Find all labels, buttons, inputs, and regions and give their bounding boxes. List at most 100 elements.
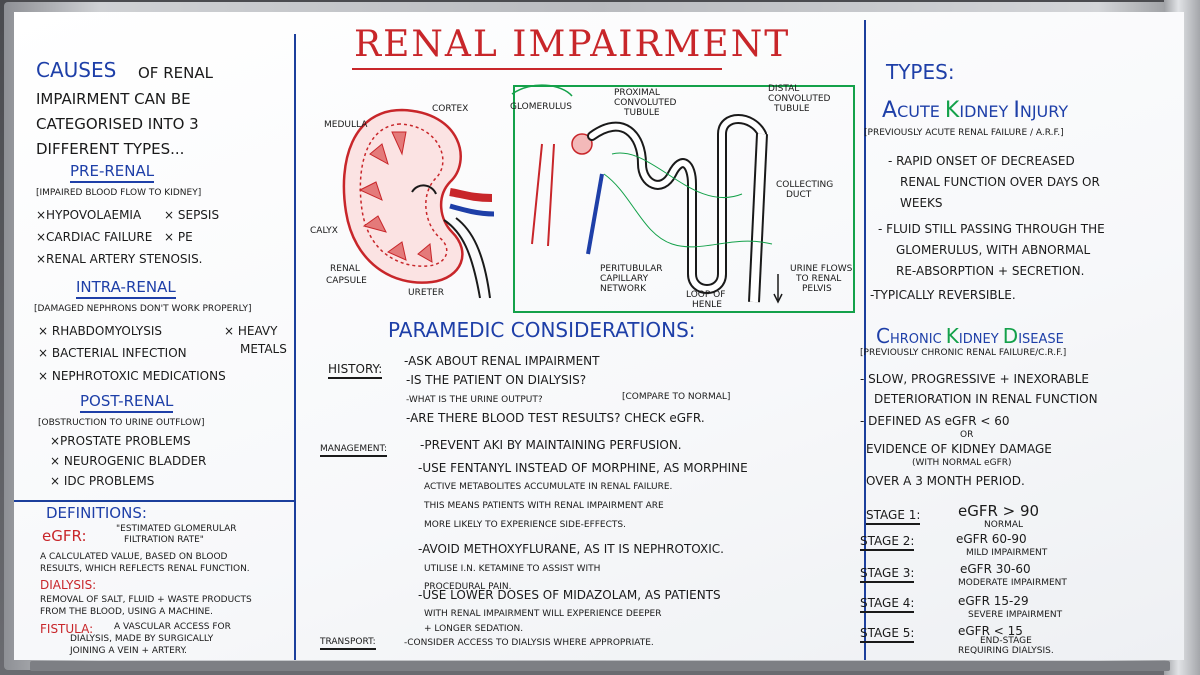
history-3: -WHAT IS THE URINE OUTPUT? xyxy=(406,395,543,405)
label-capillary: CAPILLARY xyxy=(600,274,649,284)
stage-5-note: END-STAGE xyxy=(980,636,1032,646)
stage-1-value: eGFR > 90 xyxy=(958,502,1040,520)
label-cortex: CORTEX xyxy=(432,104,469,114)
pre-renal-item-1: ×HYPOVOLAEMIA xyxy=(36,208,142,222)
aki-point-2: RENAL FUNCTION OVER DAYS OR xyxy=(900,175,1100,189)
label-medulla: MEDULLA xyxy=(324,120,368,130)
causes-intro-1: IMPAIRMENT CAN BE xyxy=(36,90,191,108)
intra-renal-item-5: METALS xyxy=(240,342,287,356)
pre-renal-item-4: × PE xyxy=(164,230,193,244)
ckd-point-4: EVIDENCE OF KIDNEY DAMAGE xyxy=(866,442,1052,456)
whiteboard: CAUSES OF RENAL IMPAIRMENT CAN BE CATEGO… xyxy=(14,12,1184,660)
management-4: THIS MEANS PATIENTS WITH RENAL IMPAIRMEN… xyxy=(424,501,664,511)
divider-definitions xyxy=(14,500,296,502)
stage-1-note: NORMAL xyxy=(984,520,1024,530)
intra-renal-item-4: × HEAVY xyxy=(224,324,278,338)
intra-renal-item-1: × RHABDOMYOLYSIS xyxy=(38,324,163,338)
label-distal: DISTAL xyxy=(768,84,800,94)
fistula-term: FISTULA: xyxy=(40,622,94,636)
management-10: WITH RENAL IMPAIRMENT WILL EXPERIENCE DE… xyxy=(424,609,662,619)
label-convoluted-1: CONVOLUTED xyxy=(614,98,677,108)
dialysis-term: DIALYSIS: xyxy=(40,578,97,592)
aki-letter-k: K xyxy=(944,98,960,123)
label-urine-flows: URINE FLOWS xyxy=(790,264,853,274)
stage-2-note: MILD IMPAIRMENT xyxy=(966,548,1048,558)
management-5: MORE LIKELY TO EXPERIENCE SIDE-EFFECTS. xyxy=(424,520,626,530)
transport-1: -CONSIDER ACCESS TO DIALYSIS WHERE APPRO… xyxy=(404,638,654,648)
aki-rest-k: IDNEY xyxy=(959,102,1009,121)
title-underline xyxy=(352,68,722,70)
aki-point-1: - RAPID ONSET OF DECREASED xyxy=(888,154,1075,168)
ckd-rest-c: HRONIC xyxy=(889,332,942,347)
aki-point-3: WEEKS xyxy=(900,196,943,210)
stage-3-value: eGFR 30-60 xyxy=(960,562,1031,576)
pre-renal-note: [IMPAIRED BLOOD FLOW TO KIDNEY] xyxy=(36,188,202,198)
dialysis-desc-1: REMOVAL OF SALT, FLUID + WASTE PRODUCTS xyxy=(40,595,252,605)
aki-letter-a: A xyxy=(882,98,898,123)
aki-rest-a: CUTE xyxy=(897,102,940,121)
label-ureter: URETER xyxy=(408,288,444,298)
fistula-desc-1: A VASCULAR ACCESS FOR xyxy=(114,622,231,632)
pre-renal-item-2: × SEPSIS xyxy=(164,208,220,222)
label-loop-of: LOOP OF xyxy=(686,290,726,300)
ckd-point-2: DETERIORATION IN RENAL FUNCTION xyxy=(874,392,1098,406)
label-pelvis: PELVIS xyxy=(802,284,832,294)
causes-heading-word: CAUSES xyxy=(36,58,117,82)
label-capsule: CAPSULE xyxy=(326,276,367,286)
ckd-point-3: - DEFINED AS eGFR < 60 xyxy=(860,414,1010,428)
label-network: NETWORK xyxy=(600,284,647,294)
label-convoluted-2: CONVOLUTED xyxy=(768,94,831,104)
fistula-desc-2: DIALYSIS, MADE BY SURGICALLY xyxy=(70,634,214,644)
ckd-point-6: OVER A 3 MONTH PERIOD. xyxy=(866,474,1025,488)
management-9: -USE LOWER DOSES OF MIDAZOLAM, AS PATIEN… xyxy=(418,588,721,602)
pre-renal-item-3: ×CARDIAC FAILURE xyxy=(36,230,153,244)
management-6: -AVOID METHOXYFLURANE, AS IT IS NEPHROTO… xyxy=(418,542,724,556)
aki-point-6: RE-ABSORPTION + SECRETION. xyxy=(896,264,1085,278)
definitions-heading: DEFINITIONS: xyxy=(46,504,147,522)
ckd-point-or: OR xyxy=(960,430,974,440)
label-proximal: PROXIMAL xyxy=(614,88,660,98)
aki-note: [PREVIOUSLY ACUTE RENAL FAILURE / A.R.F.… xyxy=(864,128,1064,138)
label-duct: DUCT xyxy=(786,190,812,200)
egfr-desc-2: RESULTS, WHICH REFLECTS RENAL FUNCTION. xyxy=(40,564,250,574)
history-2: -IS THE PATIENT ON DIALYSIS? xyxy=(406,373,587,387)
stage-3-note: MODERATE IMPAIRMENT xyxy=(958,578,1067,588)
post-renal-item-2: × NEUROGENIC BLADDER xyxy=(50,454,207,468)
management-1: -PREVENT AKI BY MAINTAINING PERFUSION. xyxy=(420,438,682,452)
post-renal-note: [OBSTRUCTION TO URINE OUTFLOW] xyxy=(38,418,205,428)
pre-renal-heading: PRE-RENAL xyxy=(70,162,155,183)
label-tubule-1: TUBULE xyxy=(624,108,660,118)
marker-tray xyxy=(30,661,1170,671)
management-11: + LONGER SEDATION. xyxy=(424,624,524,634)
paramedic-heading: PARAMEDIC CONSIDERATIONS: xyxy=(388,318,696,342)
pre-renal-item-5: ×RENAL ARTERY STENOSIS. xyxy=(36,252,203,266)
ckd-heading: CHRONIC KIDNEY DISEASE xyxy=(876,324,1064,348)
ckd-letter-k: K xyxy=(945,324,959,348)
egfr-quote-2: FILTRATION RATE" xyxy=(124,535,204,545)
post-renal-heading: POST-RENAL xyxy=(80,392,174,413)
ckd-letter-c: C xyxy=(876,324,890,348)
transport-label: TRANSPORT: xyxy=(320,637,376,650)
history-4: -ARE THERE BLOOD TEST RESULTS? CHECK eGF… xyxy=(406,411,705,425)
stage-4-note: SEVERE IMPAIRMENT xyxy=(968,610,1063,620)
label-calyx: CALYX xyxy=(310,226,338,236)
label-peritubular: PERITUBULAR xyxy=(600,264,663,274)
divider-left xyxy=(294,34,296,660)
aki-heading: ACUTE KIDNEY INJURY xyxy=(882,98,1068,123)
aki-letter-i: I xyxy=(1013,98,1020,123)
history-3-note: [COMPARE TO NORMAL] xyxy=(622,392,731,402)
causes-intro-2: CATEGORISED INTO 3 xyxy=(36,115,199,133)
ckd-point-1: - SLOW, PROGRESSIVE + INEXORABLE xyxy=(860,372,1090,386)
stage-4-label: STAGE 4: xyxy=(860,596,915,613)
egfr-quote-1: "ESTIMATED GLOMERULAR xyxy=(116,524,237,534)
causes-heading-rest: OF RENAL xyxy=(138,64,213,82)
history-1: -ASK ABOUT RENAL IMPAIRMENT xyxy=(404,354,600,368)
aki-point-4: - FLUID STILL PASSING THROUGH THE xyxy=(878,222,1105,236)
history-label: HISTORY: xyxy=(328,362,383,379)
types-heading: TYPES: xyxy=(886,60,955,84)
stage-2-value: eGFR 60-90 xyxy=(956,532,1027,546)
management-7: UTILISE I.N. KETAMINE TO ASSIST WITH xyxy=(424,564,601,574)
stage-1-label: STAGE 1: xyxy=(866,508,921,525)
intra-renal-item-2: × BACTERIAL INFECTION xyxy=(38,346,187,360)
ckd-letter-d: D xyxy=(1002,324,1019,348)
